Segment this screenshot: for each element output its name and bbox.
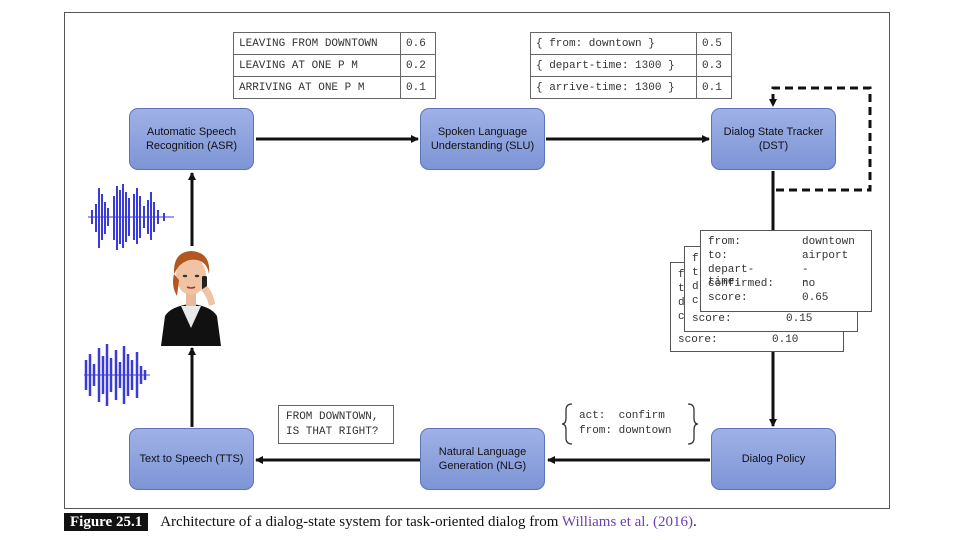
- state-card-front: from: downtown to: airport depart-time: …: [700, 230, 872, 312]
- slot-key: score:: [678, 334, 718, 346]
- hypothesis-score: 0.6: [400, 32, 436, 55]
- node-label: Dialog Policy: [741, 453, 806, 465]
- slot-value: no: [802, 278, 816, 290]
- table-row: { from: downtown }0.5: [530, 32, 732, 55]
- input-waveform-icon: [88, 184, 174, 250]
- state-card-partial: t: [692, 267, 699, 279]
- citation-link[interactable]: Williams et al. (2016): [561, 514, 693, 530]
- state-card-partial: d: [692, 281, 699, 293]
- hypothesis-score: 0.1: [696, 76, 732, 99]
- hypothesis-text: { arrive-time: 1300 }: [530, 76, 697, 99]
- hypothesis-score: 0.1: [400, 76, 436, 99]
- brace-shapes: [562, 403, 699, 445]
- node-label: Natural Language Generation (NLG): [438, 446, 527, 472]
- state-card-partial: c: [678, 311, 685, 323]
- caption-text: Architecture of a dialog-state system fo…: [160, 514, 562, 530]
- hypothesis-text: LEAVING FROM DOWNTOWN: [233, 32, 401, 55]
- state-card-partial: f: [692, 253, 699, 265]
- slot-value: --: [802, 264, 809, 288]
- table-row: { arrive-time: 1300 }0.1: [530, 76, 732, 99]
- slot-key: from:: [708, 236, 742, 248]
- hypothesis-score: 0.2: [400, 54, 436, 77]
- node-nlg: Natural Language Generation (NLG): [420, 428, 545, 490]
- table-row: { depart-time: 1300 }0.3: [530, 54, 732, 77]
- node-slu: Spoken Language Understanding (SLU): [420, 108, 545, 170]
- node-label: Spoken Language Understanding (SLU): [430, 126, 535, 152]
- node-label: Text to Speech (TTS): [139, 453, 244, 465]
- state-card-partial: d: [678, 297, 685, 309]
- hypothesis-text: ARRIVING AT ONE P M: [233, 76, 401, 99]
- slot-value: 0.65: [802, 292, 829, 304]
- node-dst: Dialog State Tracker (DST): [711, 108, 836, 170]
- state-card-partial: t: [678, 283, 685, 295]
- user-on-phone-icon: [157, 246, 225, 346]
- caption-end: .: [692, 514, 697, 530]
- hypothesis-text: { depart-time: 1300 }: [530, 54, 697, 77]
- nlg-output-line: IS THAT RIGHT?: [286, 426, 379, 438]
- figure-frame: [64, 12, 890, 509]
- state-card-partial: f: [678, 269, 685, 281]
- slot-key: depart-time:: [708, 264, 755, 288]
- dialog-act-line: act: confirm: [579, 410, 665, 422]
- figure-caption: Figure 25.1 Architecture of a dialog-stat…: [64, 513, 697, 531]
- slot-value: 0.15: [786, 313, 813, 325]
- nlg-output-line: FROM DOWNTOWN,: [286, 411, 379, 423]
- node-dialog-policy: Dialog Policy: [711, 428, 836, 490]
- slot-value: 0.10: [772, 334, 799, 346]
- output-waveform-icon: [84, 344, 150, 406]
- nlg-output-box: FROM DOWNTOWN, IS THAT RIGHT?: [278, 405, 394, 444]
- slot-key: to:: [708, 250, 728, 262]
- slot-key: confirmed:: [708, 278, 775, 290]
- hypothesis-text: LEAVING AT ONE P M: [233, 54, 401, 77]
- node-label: Dialog State Tracker (DST): [723, 126, 824, 152]
- dst-feedback-loop: [769, 86, 872, 192]
- node-tts: Text to Speech (TTS): [129, 428, 254, 490]
- node-asr: Automatic Speech Recognition (ASR): [129, 108, 254, 170]
- node-label: Automatic Speech Recognition (ASR): [145, 126, 238, 152]
- slot-key: score:: [692, 313, 732, 325]
- slu-hypotheses-table: { from: downtown }0.5 { depart-time: 130…: [530, 32, 732, 99]
- slot-key: score:: [708, 292, 748, 304]
- slot-value: downtown: [802, 236, 855, 248]
- state-card-partial: c: [692, 295, 699, 307]
- hypothesis-text: { from: downtown }: [530, 32, 697, 55]
- hypothesis-score: 0.5: [696, 32, 732, 55]
- figure-label: Figure 25.1: [64, 513, 149, 531]
- slot-value: airport: [802, 250, 849, 262]
- dialog-act-line: from: downtown: [579, 425, 672, 437]
- hypothesis-score: 0.3: [696, 54, 732, 77]
